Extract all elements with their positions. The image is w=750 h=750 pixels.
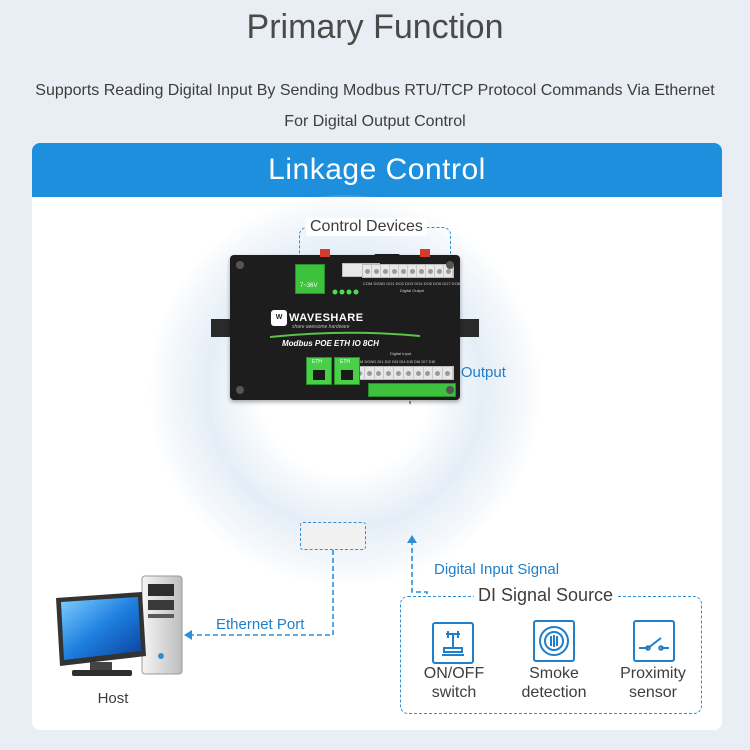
host-computer-image	[56, 575, 183, 676]
input-pin-labels: COM DGND DI1 DI2 DI3 DI4 DI5 DI6 DI7 DI8	[354, 359, 435, 364]
mount-hole-bl	[236, 386, 244, 394]
output-caption: Digital Output	[400, 288, 425, 293]
ethernet-port-2	[334, 357, 360, 385]
arrow-left-host	[184, 630, 192, 640]
digital-input-label: Digital Input Signal	[434, 561, 560, 578]
control-devices-label: Control Devices	[306, 218, 427, 236]
proximity-label-1: Proximity	[620, 665, 686, 682]
eth-label-1: ETH	[312, 359, 322, 365]
input-caption: Digital Input	[390, 351, 412, 356]
proximity-label-2: sensor	[628, 684, 678, 701]
input-terminal-green	[368, 383, 456, 397]
subtitle-line-1: Supports Reading Digital Input By Sendin…	[35, 82, 715, 99]
ethernet-line	[190, 550, 334, 636]
mount-hole-tl	[236, 261, 244, 269]
status-leds	[332, 282, 362, 295]
brand-swoosh	[270, 331, 420, 338]
switch-label-1: ON/OFF	[423, 665, 485, 682]
digital-input-line	[411, 540, 428, 596]
switch-icon	[432, 622, 474, 664]
power-terminal	[295, 264, 325, 294]
arrow-up-device	[407, 535, 417, 543]
output-pin-labels: COM DGND DO1 DO2 DO3 DO4 DO5 DO6 DO7 DO8	[363, 281, 460, 286]
ethernet-highlight-box	[300, 522, 366, 550]
smoke-detector-icon	[533, 620, 575, 662]
ethernet-port-label: Ethernet Port	[216, 616, 305, 633]
proximity-sensor-icon	[633, 620, 675, 662]
host-label: Host	[97, 690, 129, 707]
di-source-label: DI Signal Source	[474, 585, 618, 606]
panel-header: Linkage Control	[32, 143, 722, 197]
mount-hole-tr	[446, 261, 454, 269]
subtitle-line-2: For Digital Output Control	[284, 113, 466, 130]
ethernet-port-1	[306, 357, 332, 385]
switch-label-2: switch	[431, 684, 477, 701]
input-terminal-strip	[354, 366, 454, 380]
waveshare-logo-icon: W	[271, 310, 287, 326]
brand-text: WAVESHARE	[289, 312, 364, 324]
voltage-label: 7~36V	[300, 283, 318, 289]
model-text: Modbus POE ETH IO 8CH	[282, 339, 379, 348]
smoke-label-1: Smoke	[529, 665, 579, 682]
top-button-red-2	[420, 249, 430, 257]
output-terminal-strip	[362, 264, 454, 278]
io-device: 7~36V COM DGND DO1 DO2 DO3 DO4 DO5 DO6 D…	[230, 249, 460, 400]
top-button-red	[320, 249, 330, 257]
mount-hole-br	[446, 386, 454, 394]
eth-label-2: ETH	[340, 359, 350, 365]
page-title: Primary Function	[246, 8, 504, 46]
tagline-text: share awesome hardware	[292, 324, 350, 330]
smoke-label-2: detection	[521, 684, 587, 701]
